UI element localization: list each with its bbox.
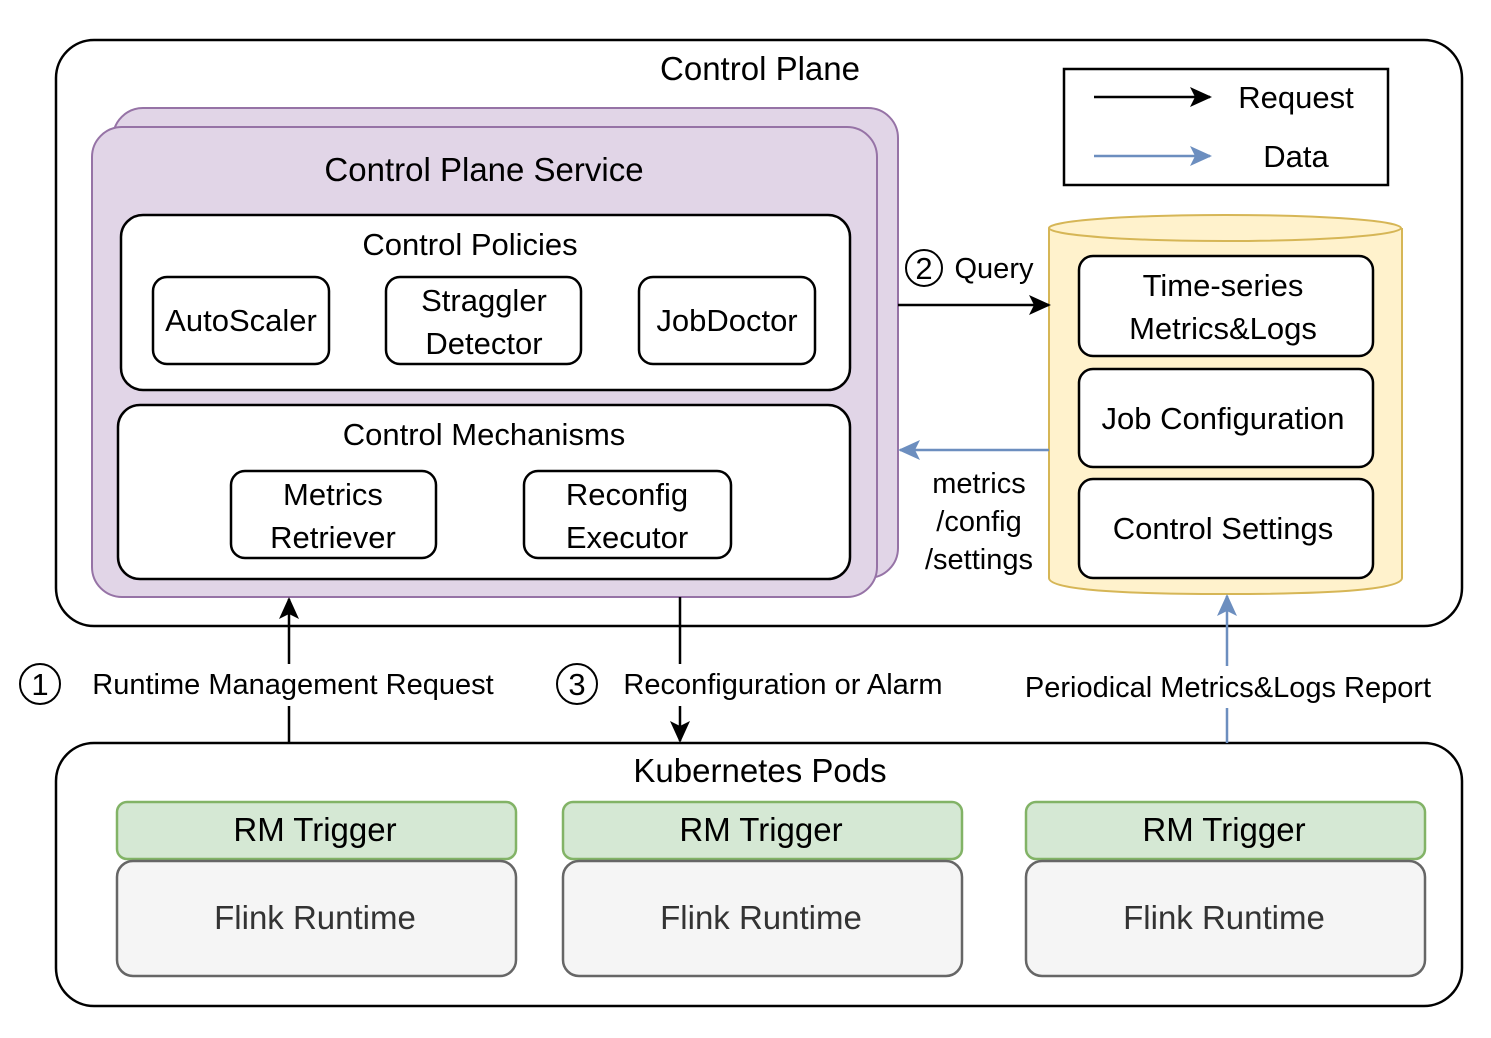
rm-trigger-3-label: RM Trigger [1142, 811, 1305, 848]
metrics-retriever-box [229, 469, 438, 560]
step-3-badge [556, 663, 598, 705]
control-plane-service-title: Control Plane Service [324, 151, 643, 188]
reconfig-executor-box [522, 469, 733, 560]
job-configuration-box [1077, 367, 1375, 469]
timeseries-metrics-label-line-1: Time-series [1143, 268, 1304, 303]
data-return-label-line-2: /config [936, 506, 1021, 538]
straggler-detector-label-line-2: Detector [425, 326, 542, 361]
reconfig-label: Reconfiguration or Alarm [623, 669, 942, 701]
step-2-badge [905, 249, 943, 287]
control-settings-label: Control Settings [1113, 511, 1334, 546]
flink-runtime-2-label: Flink Runtime [660, 899, 862, 936]
legend-request-label: Request [1238, 80, 1354, 115]
runtime-request-label: Runtime Management Request [92, 669, 493, 701]
rm-trigger-2-label: RM Trigger [679, 811, 842, 848]
data-return-label-line-3: /settings [925, 544, 1033, 576]
metrics-retriever-label-line-2: Retriever [270, 520, 396, 555]
reconfig-executor-label-line-2: Executor [566, 520, 688, 555]
data-return-label-line-1: metrics [932, 468, 1025, 500]
flink-runtime-3-label: Flink Runtime [1123, 899, 1325, 936]
rm-trigger-1 [115, 800, 518, 861]
straggler-detector-label-line-1: Straggler [421, 283, 547, 318]
rm-trigger-1-label: RM Trigger [233, 811, 396, 848]
straggler-detector-box [384, 275, 583, 366]
autoscaler-box [151, 275, 331, 366]
metrics-retriever-label-line-1: Metrics [283, 477, 383, 512]
flink-runtime-2 [561, 859, 964, 978]
report-label: Periodical Metrics&Logs Report [1025, 672, 1431, 704]
data-return-label: metrics/config/settings [925, 468, 1033, 576]
flink-runtime-3 [1024, 859, 1427, 978]
flink-runtime-1 [115, 859, 518, 978]
reconfig-executor-label-line-1: Reconfig [566, 477, 688, 512]
control-mechanisms-title: Control Mechanisms [343, 417, 626, 452]
kubernetes-pods-title: Kubernetes Pods [633, 752, 886, 789]
control-plane-title: Control Plane [660, 50, 860, 87]
job-configuration-label-line-1: Job Configuration [1102, 401, 1345, 436]
query-label: Query [955, 253, 1034, 285]
autoscaler-label: AutoScaler [165, 303, 317, 338]
runtime-request-label-bg [18, 664, 518, 706]
autoscaler-label-line-1: AutoScaler [165, 303, 317, 338]
timeseries-metrics-label-line-2: Metrics&Logs [1129, 311, 1317, 346]
step-1-badge [19, 663, 61, 705]
control-policies-title: Control Policies [362, 227, 577, 262]
flink-runtime-1-label: Flink Runtime [214, 899, 416, 936]
step-3-number: 3 [568, 667, 585, 702]
step-1-number: 1 [31, 667, 48, 702]
jobdoctor-box [637, 275, 817, 366]
step-2-number: 2 [915, 251, 932, 286]
legend-data-label: Data [1263, 139, 1329, 174]
report-label-bg [1000, 666, 1456, 708]
rm-trigger-2 [561, 800, 964, 861]
job-configuration-label: Job Configuration [1102, 401, 1345, 436]
reconfig-label-bg [556, 664, 964, 706]
control-settings-label-line-1: Control Settings [1113, 511, 1334, 546]
jobdoctor-label: JobDoctor [656, 303, 797, 338]
legend-box [1062, 67, 1390, 187]
timeseries-metrics-box [1077, 254, 1375, 358]
control-settings-box [1077, 477, 1375, 580]
rm-trigger-3 [1024, 800, 1427, 861]
jobdoctor-label-line-1: JobDoctor [656, 303, 797, 338]
